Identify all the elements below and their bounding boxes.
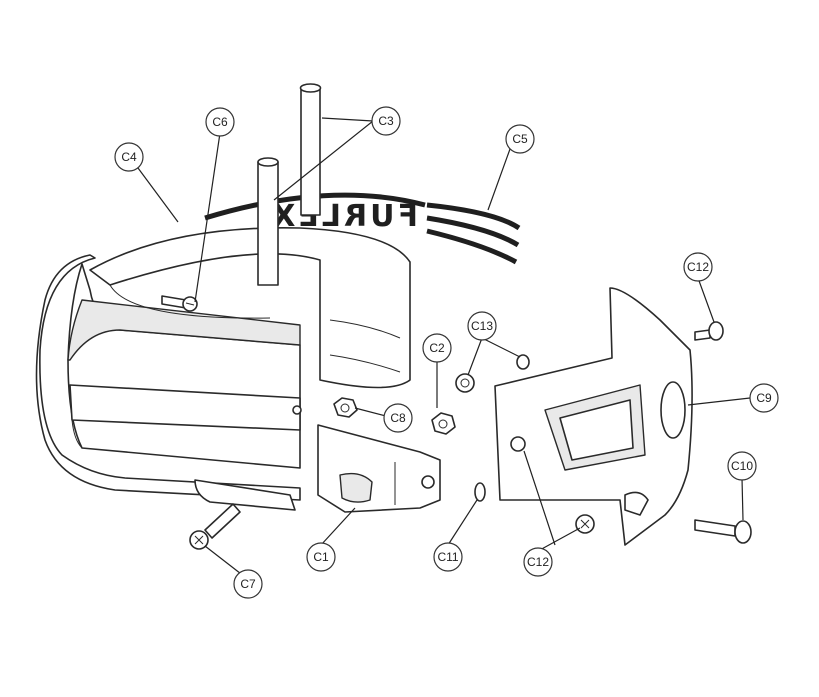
screw-c12-upper: [694, 321, 724, 341]
callout-c2-label: C2: [429, 341, 445, 355]
callout-c12-lower-label: C12: [527, 555, 549, 569]
callout-c13-label: C13: [471, 319, 493, 333]
callout-c1: C1: [306, 542, 336, 572]
callout-c4-label: C4: [121, 150, 137, 164]
callout-c4: C4: [114, 142, 144, 172]
bracket-c9: [494, 287, 693, 546]
callout-c10: C10: [727, 451, 757, 481]
callout-c13: C13: [467, 311, 497, 341]
callout-c12-lower: C12: [523, 547, 553, 577]
screw-c12-lower: [575, 514, 595, 534]
callout-c8: C8: [383, 403, 413, 433]
callout-c11: C11: [433, 542, 463, 572]
callout-c9: C9: [749, 383, 779, 413]
callout-c2: C2: [422, 333, 452, 363]
screw-c7: [189, 503, 241, 550]
drum-clamp-half: [35, 227, 411, 501]
callout-c6: C6: [205, 107, 235, 137]
nut-c2: [431, 412, 456, 435]
callout-c5: C5: [505, 124, 535, 154]
callout-c1-label: C1: [313, 550, 329, 564]
callout-c7-label: C7: [240, 577, 256, 591]
callout-c8-label: C8: [390, 411, 406, 425]
screw-c6: [161, 295, 198, 312]
callout-c11-label: C11: [437, 550, 458, 564]
callout-c9-label: C9: [756, 391, 772, 405]
callout-c12-upper-label: C12: [687, 260, 709, 274]
leader-lines: [137, 117, 751, 578]
callout-c5-label: C5: [512, 132, 528, 146]
lug-block: [194, 424, 441, 513]
furlex-logo: FURLEX: [204, 192, 521, 265]
callout-c12-upper: C12: [683, 252, 713, 282]
foil-extrusion-rods: [257, 83, 322, 286]
callout-c3: C3: [371, 106, 401, 136]
callout-c7: C7: [233, 569, 263, 599]
nut-c8: [333, 397, 358, 418]
callout-c6-label: C6: [212, 115, 228, 129]
callout-c10-label: C10: [731, 459, 753, 473]
screw-c10: [694, 519, 752, 544]
washer-c13: [455, 354, 530, 393]
washer-c11: [474, 482, 486, 502]
callout-c3-label: C3: [378, 114, 394, 128]
